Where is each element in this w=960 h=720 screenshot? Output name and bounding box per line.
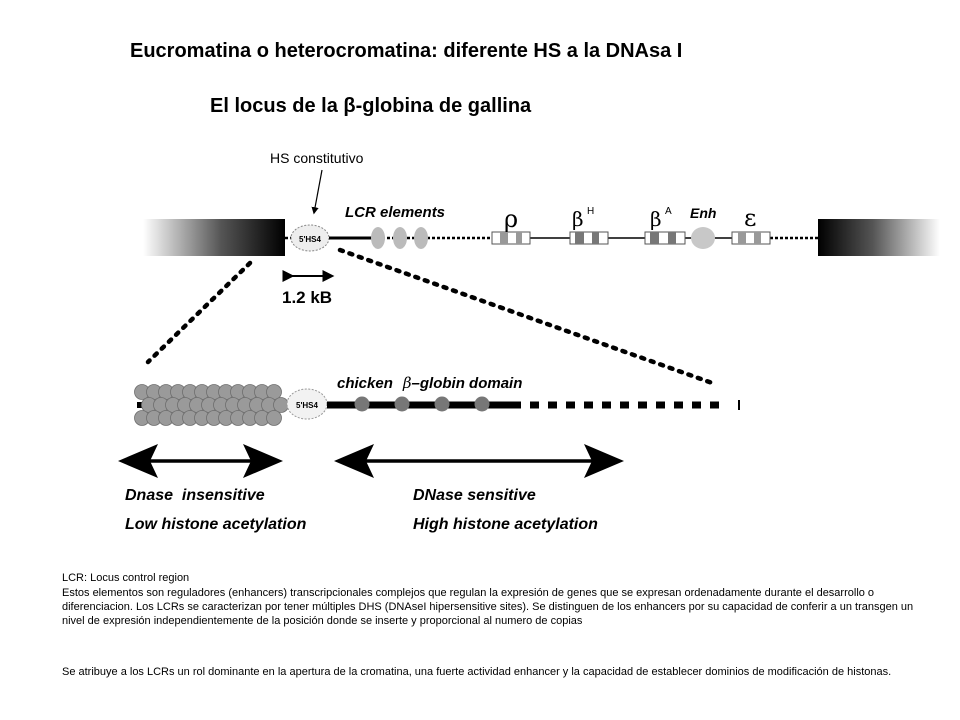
page-subtitle: El locus de la β-globina de gallina [210, 95, 532, 117]
enhancer-label: Enh [690, 205, 716, 221]
zoom-line-left [145, 260, 253, 365]
bottom-domain: 5'HS4 chicken β–globin domain [134, 374, 740, 426]
domain-word-chicken: chicken [337, 375, 393, 392]
domain-word-globin: –globin domain [412, 375, 523, 392]
right-heterochromatin-block [818, 219, 940, 256]
hs4-label-top: 5'HS4 [299, 235, 321, 244]
lcr-role-paragraph: Se atribuye a los LCRs un rol dominante … [62, 666, 892, 678]
scale-label: 1.2 kB [282, 288, 332, 307]
beta-globin-locus-diagram: 5'HS4 LCR elements ρ β H β [118, 169, 940, 533]
globin-domain-label: chicken β–globin domain [337, 374, 522, 392]
arrowhead-left [334, 444, 374, 478]
lcr-nucleosome [434, 396, 450, 412]
top-locus: 5'HS4 LCR elements ρ β H β [143, 204, 940, 307]
domain-beta: β [402, 374, 412, 392]
lcr-nucleosome [354, 396, 370, 412]
hs4-label-bottom: 5'HS4 [296, 401, 318, 410]
callout-pointer [311, 169, 323, 215]
gene-beta-a-label: β [650, 207, 662, 231]
gene-rho-label: ρ [504, 205, 518, 233]
left-heterochromatin-block [143, 219, 285, 256]
lcr-elements-label: LCR elements [345, 204, 445, 221]
gene-beta-a-superscript: A [665, 206, 672, 217]
gene-beta-a: β A [644, 206, 686, 245]
sensitive-label: DNase sensitive [413, 487, 536, 504]
enhancer-element [691, 227, 715, 249]
lcr-explanation-paragraph: Estos elementos son reguladores (enhance… [62, 587, 914, 627]
lcr-element [414, 227, 428, 249]
lcr-element [393, 227, 407, 249]
arrowhead-right [584, 444, 624, 478]
lcr-definition: LCR: Locus control region [62, 572, 190, 584]
gene-beta-h-label: β [572, 207, 584, 231]
zoom-line-right [337, 247, 718, 387]
nucleosome [266, 410, 282, 426]
lcr-nucleosome [474, 396, 490, 412]
nucleosome [273, 397, 289, 413]
gene-epsilon-label: ε [744, 204, 756, 232]
nucleosome-cluster [134, 384, 289, 426]
lcr-element [371, 227, 385, 249]
hs-constitutive-callout: HS constitutivo [270, 150, 364, 166]
insensitive-label: Dnase insensitive [125, 487, 265, 504]
page-title: Eucromatina o heterocromatina: diferente… [130, 40, 683, 62]
gene-epsilon: ε [731, 204, 771, 245]
arrowhead-left [118, 444, 158, 478]
low-acetylation-label: Low histone acetylation [125, 516, 307, 533]
gene-rho: ρ [491, 205, 531, 245]
gene-beta-h: β H [569, 206, 609, 245]
gene-beta-h-superscript: H [587, 206, 594, 217]
high-acetylation-label: High histone acetylation [413, 516, 598, 533]
arrowhead-right [243, 444, 283, 478]
lcr-nucleosome [394, 396, 410, 412]
